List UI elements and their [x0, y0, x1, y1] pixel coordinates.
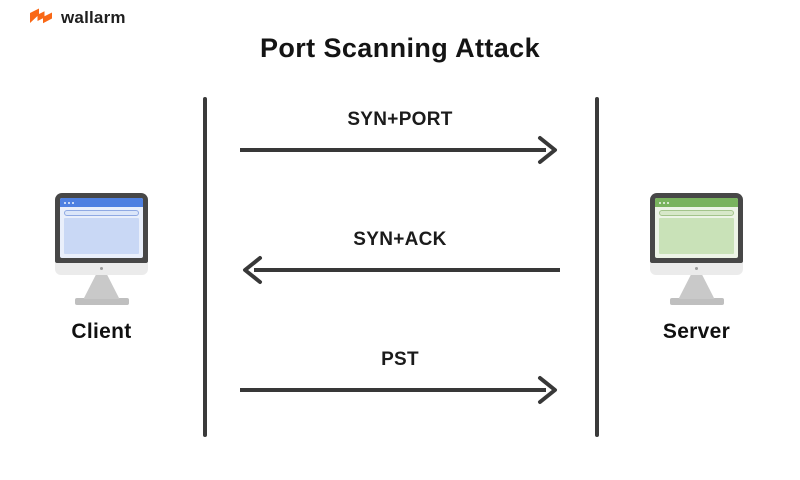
desktop-computer-icon — [55, 193, 148, 305]
message-label: SYN+PORT — [347, 109, 453, 130]
browser-screen — [60, 198, 143, 258]
message-syn-ack: SYN+ACK — [238, 227, 562, 285]
monitor-chin — [55, 263, 148, 275]
server-lifeline — [595, 97, 599, 437]
server-actor: Server — [650, 193, 743, 344]
arrow-right-icon — [240, 136, 557, 164]
monitor-base — [669, 298, 724, 305]
client-lifeline — [203, 97, 207, 437]
wallarm-logo: wallarm — [28, 7, 126, 29]
wallarm-zigzag-icon — [28, 7, 54, 29]
message-label: PST — [381, 349, 419, 370]
wallarm-wordmark: wallarm — [61, 8, 126, 27]
camera-dot-icon — [100, 267, 103, 270]
message-label: SYN+ACK — [353, 229, 447, 250]
browser-screen — [655, 198, 738, 258]
server-label: Server — [662, 320, 731, 343]
message-pst: PST — [238, 347, 562, 405]
arrow-left-icon — [243, 256, 560, 284]
browser-content — [659, 218, 734, 254]
monitor-stand — [83, 275, 120, 299]
message-syn-port: SYN+PORT — [238, 107, 562, 165]
monitor-chin — [650, 263, 743, 275]
arrow-right-icon — [240, 376, 557, 404]
browser-titlebar — [60, 198, 143, 207]
browser-addressbar — [655, 207, 738, 218]
browser-titlebar — [655, 198, 738, 207]
monitor-stand — [678, 275, 715, 299]
camera-dot-icon — [695, 267, 698, 270]
client-label: Client — [71, 320, 132, 343]
monitor-frame — [650, 193, 743, 263]
desktop-computer-icon — [650, 193, 743, 305]
client-actor: Client — [55, 193, 148, 344]
page-title: Port Scanning Attack — [259, 33, 541, 63]
monitor-base — [74, 298, 129, 305]
monitor-frame — [55, 193, 148, 263]
browser-content — [64, 218, 139, 254]
browser-addressbar — [60, 207, 143, 218]
